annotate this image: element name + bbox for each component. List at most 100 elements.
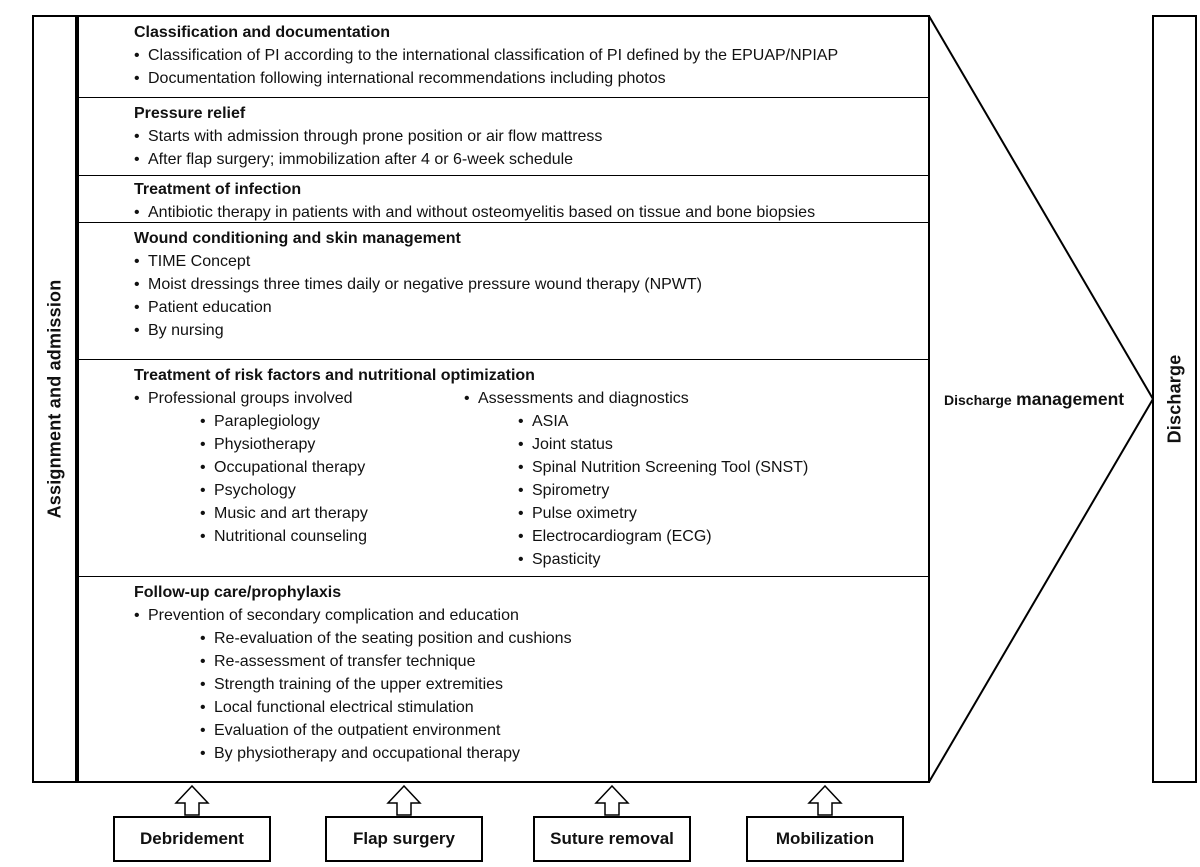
bullet-text: Moist dressings three times daily or neg… xyxy=(148,276,702,293)
professional-groups-column: • Professional groups involved • Parapleg… xyxy=(134,387,464,548)
bullet-item: • Documentation following international r… xyxy=(134,67,916,90)
section-follow-up-care: Follow-up care/prophylaxis • Prevention … xyxy=(79,577,928,781)
bullet-text: Strength training of the upper extremiti… xyxy=(214,676,504,693)
bullet-text: Professional groups involved xyxy=(148,390,353,407)
bullet-text: Psychology xyxy=(214,482,296,499)
bullet-item: •Re-evaluation of the seating position a… xyxy=(200,627,916,650)
bullet-text: By physiotherapy and occupational therap… xyxy=(214,745,520,762)
discharge-management-label: Discharge management xyxy=(944,387,1159,413)
bullet-icon: • xyxy=(134,322,140,339)
bullet-icon: • xyxy=(518,551,524,568)
bullet-text: Antibiotic therapy in patients with and … xyxy=(148,204,816,221)
bullet-item: • Spirometry xyxy=(518,479,808,502)
bullet-item: • Antibiotic therapy in patients with and… xyxy=(134,201,916,222)
up-arrow-icon xyxy=(807,785,843,816)
bullet-text: Paraplegiology xyxy=(214,413,320,430)
bullet-icon: • xyxy=(464,390,470,407)
bullet-icon: • xyxy=(518,459,524,476)
bullet-text: Spasticity xyxy=(532,551,601,568)
bullet-list: •Re-evaluation of the seating position a… xyxy=(200,627,916,765)
milestone-flap-surgery: Flap surgery xyxy=(325,816,483,862)
bullet-item: •Evaluation of the outpatient environmen… xyxy=(200,719,916,742)
bullet-list: •TIME Concept•Moist dressings three time… xyxy=(134,250,916,342)
milestone-suture-removal: Suture removal xyxy=(533,816,691,862)
bullet-icon: • xyxy=(200,653,206,670)
bullet-item: •Pulse oximetry xyxy=(518,502,808,525)
assignment-admission-label: Assignment and admission xyxy=(44,279,64,519)
bullet-item: • Professional groups involved xyxy=(134,387,464,410)
section-pressure-relief: Pressure relief •Starts with admission t… xyxy=(79,98,928,176)
bullet-icon: • xyxy=(518,413,524,430)
bullet-item: •By nursing xyxy=(134,319,916,342)
bullet-item: • Classification of PI according to the i… xyxy=(134,44,916,67)
bullet-text: Classification of PI according to the in… xyxy=(148,47,839,64)
bullet-icon: • xyxy=(200,482,206,499)
section-title: Follow-up care/prophylaxis xyxy=(134,584,342,601)
bullet-item: •Occupational therapy xyxy=(200,456,464,479)
bullet-item: •Spinal Nutrition Screening Tool (SNST) xyxy=(518,456,808,479)
bullet-item: • Local functional electrical stimulation xyxy=(200,696,916,719)
bullet-icon: • xyxy=(134,204,140,221)
section-title: Wound conditioning and skin management xyxy=(134,230,461,247)
discharge-label: Discharge xyxy=(1164,354,1184,444)
bullet-text: Music and art therapy xyxy=(214,505,368,522)
risk-factors-columns: • Professional groups involved • Parapleg… xyxy=(134,387,916,571)
bullet-text: Re-assessment of transfer technique xyxy=(214,653,476,670)
bullet-icon: • xyxy=(134,299,140,316)
bullet-icon: • xyxy=(134,47,140,64)
bullet-item: •TIME Concept xyxy=(134,250,916,273)
bullet-icon: • xyxy=(134,128,140,145)
bullet-item: • Prevention of secondary complication a… xyxy=(134,604,916,627)
bullet-icon: • xyxy=(134,151,140,168)
discharge-management-label-part1: Discharge xyxy=(944,392,1012,408)
up-arrow-icon xyxy=(386,785,422,816)
section-risk-factors: Treatment of risk factors and nutritiona… xyxy=(79,360,928,577)
discharge-arrow-shape xyxy=(929,15,1154,783)
bullet-item: • Starts with admission through prone pos… xyxy=(134,125,916,148)
bullet-item: • Physiotherapy xyxy=(200,433,464,456)
bullet-icon: • xyxy=(200,722,206,739)
bullet-item: •Strength training of the upper extremit… xyxy=(200,673,916,696)
bullet-icon: • xyxy=(518,482,524,499)
bullet-list: • Antibiotic therapy in patients with and… xyxy=(134,201,916,222)
bullet-icon: • xyxy=(200,459,206,476)
bullet-icon: • xyxy=(200,630,206,647)
bullet-item: • After flap surgery; immobilization afte… xyxy=(134,148,916,171)
phase-bar-assignment-admission: Assignment and admission xyxy=(32,15,77,783)
bullet-icon: • xyxy=(200,528,206,545)
bullet-text: Pulse oximetry xyxy=(532,505,637,522)
bullet-text: Spirometry xyxy=(532,482,610,499)
bullet-text: Nutritional counseling xyxy=(214,528,367,545)
bullet-icon: • xyxy=(134,276,140,293)
bullet-text: ASIA xyxy=(532,413,569,430)
bullet-text: Physiotherapy xyxy=(214,436,316,453)
bullet-item: •Electrocardiogram (ECG) xyxy=(518,525,808,548)
treatment-sections-box: Classification and documentation • Classi… xyxy=(77,15,930,783)
bullet-text: Documentation following international re… xyxy=(148,70,666,87)
bullet-text: Patient education xyxy=(148,299,272,316)
bullet-item: • ASIA xyxy=(518,410,808,433)
bullet-icon: • xyxy=(200,699,206,716)
bullet-item: • Spasticity xyxy=(518,548,808,571)
discharge-management-label-part2: management xyxy=(1016,389,1125,409)
assessments-column: • Assessments and diagnostics •ASIA•Join… xyxy=(464,387,808,571)
bullet-icon: • xyxy=(134,70,140,87)
bullet-text: TIME Concept xyxy=(148,253,251,270)
bullet-item: • Nutritional counseling xyxy=(200,525,464,548)
section-title: Treatment of risk factors and nutritiona… xyxy=(134,367,535,384)
bullet-text: Starts with admission through prone posi… xyxy=(148,128,603,145)
bullet-item: •Music and art therapy xyxy=(200,502,464,525)
section-classification-documentation: Classification and documentation • Classi… xyxy=(79,17,928,98)
bullet-icon: • xyxy=(200,413,206,430)
bullet-text: After flap surgery; immobilization after… xyxy=(148,151,574,168)
bullet-item: • Assessments and diagnostics xyxy=(464,387,808,410)
milestone-debridement: Debridement xyxy=(113,816,271,862)
bullet-list: • Classification of PI according to the i… xyxy=(134,44,916,90)
bullet-text: Local functional electrical stimulation xyxy=(214,699,474,716)
bullet-icon: • xyxy=(518,436,524,453)
bullet-icon: • xyxy=(200,745,206,762)
section-title: Classification and documentation xyxy=(134,24,391,41)
bullet-item: • Moist dressings three times daily or ne… xyxy=(134,273,916,296)
up-arrow-icon xyxy=(174,785,210,816)
bullet-icon: • xyxy=(200,436,206,453)
